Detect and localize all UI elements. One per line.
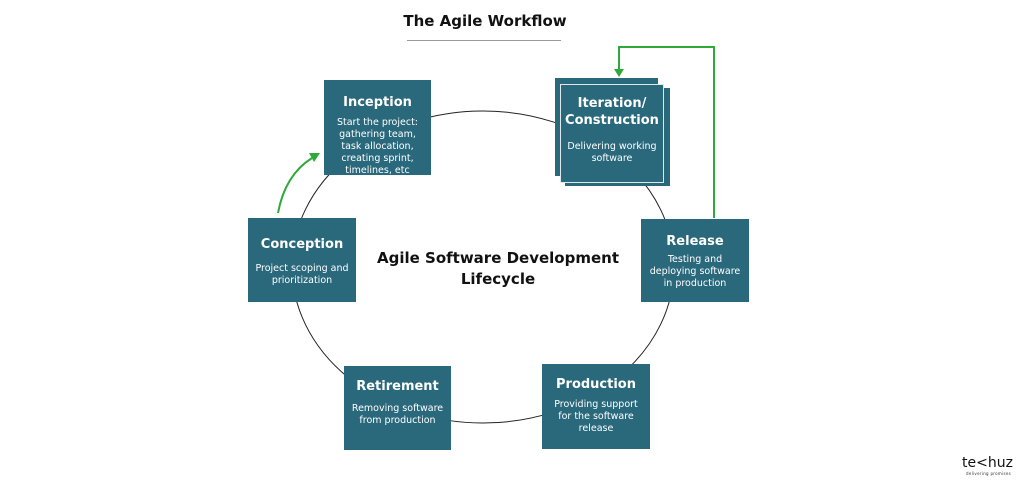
stage-desc: Project scoping and prioritization <box>255 263 349 286</box>
stage-inception: Inception Start the project: gathering t… <box>324 80 431 176</box>
stage-desc: Delivering working software <box>567 141 657 164</box>
stage-desc: Start the project: gathering team, task … <box>336 117 418 176</box>
conception-to-inception-arrowhead <box>309 153 320 162</box>
stage-title: Inception <box>343 95 412 110</box>
diagram-title: The Agile Workflow <box>403 12 567 30</box>
stage-retirement: Retirement Removing software from produc… <box>344 366 451 450</box>
techuz-logo: te<huz <box>962 455 1013 471</box>
conception-to-inception-arrow <box>277 157 313 214</box>
stage-iteration: Iteration/ Construction Delivering worki… <box>560 84 664 183</box>
stage-title: Conception <box>260 237 344 252</box>
stage-production: Production Providing support for the sof… <box>542 364 650 449</box>
center-label: Agile Software Development Lifecycle <box>360 248 636 290</box>
stage-desc: Removing software from production <box>351 403 444 426</box>
stage-title: Iteration/ Construction <box>565 96 659 128</box>
stage-desc: Providing support for the software relea… <box>554 399 638 434</box>
stage-title: Retirement <box>356 379 439 394</box>
stage-title: Release <box>666 234 724 249</box>
stage-title: Production <box>556 377 636 392</box>
iteration-loop-arrowhead <box>614 69 624 77</box>
stage-release: Release Testing and deploying software i… <box>641 219 749 302</box>
title-underline <box>407 40 561 41</box>
iteration-loop-arrow <box>618 46 715 218</box>
stage-desc: Testing and deploying software in produc… <box>649 254 741 289</box>
stage-conception: Conception Project scoping and prioritiz… <box>248 218 356 302</box>
center-label-line1: Agile Software Development <box>376 249 619 267</box>
logo-tagline: delivering promises <box>966 471 1012 476</box>
center-label-line2: Lifecycle <box>460 270 536 288</box>
